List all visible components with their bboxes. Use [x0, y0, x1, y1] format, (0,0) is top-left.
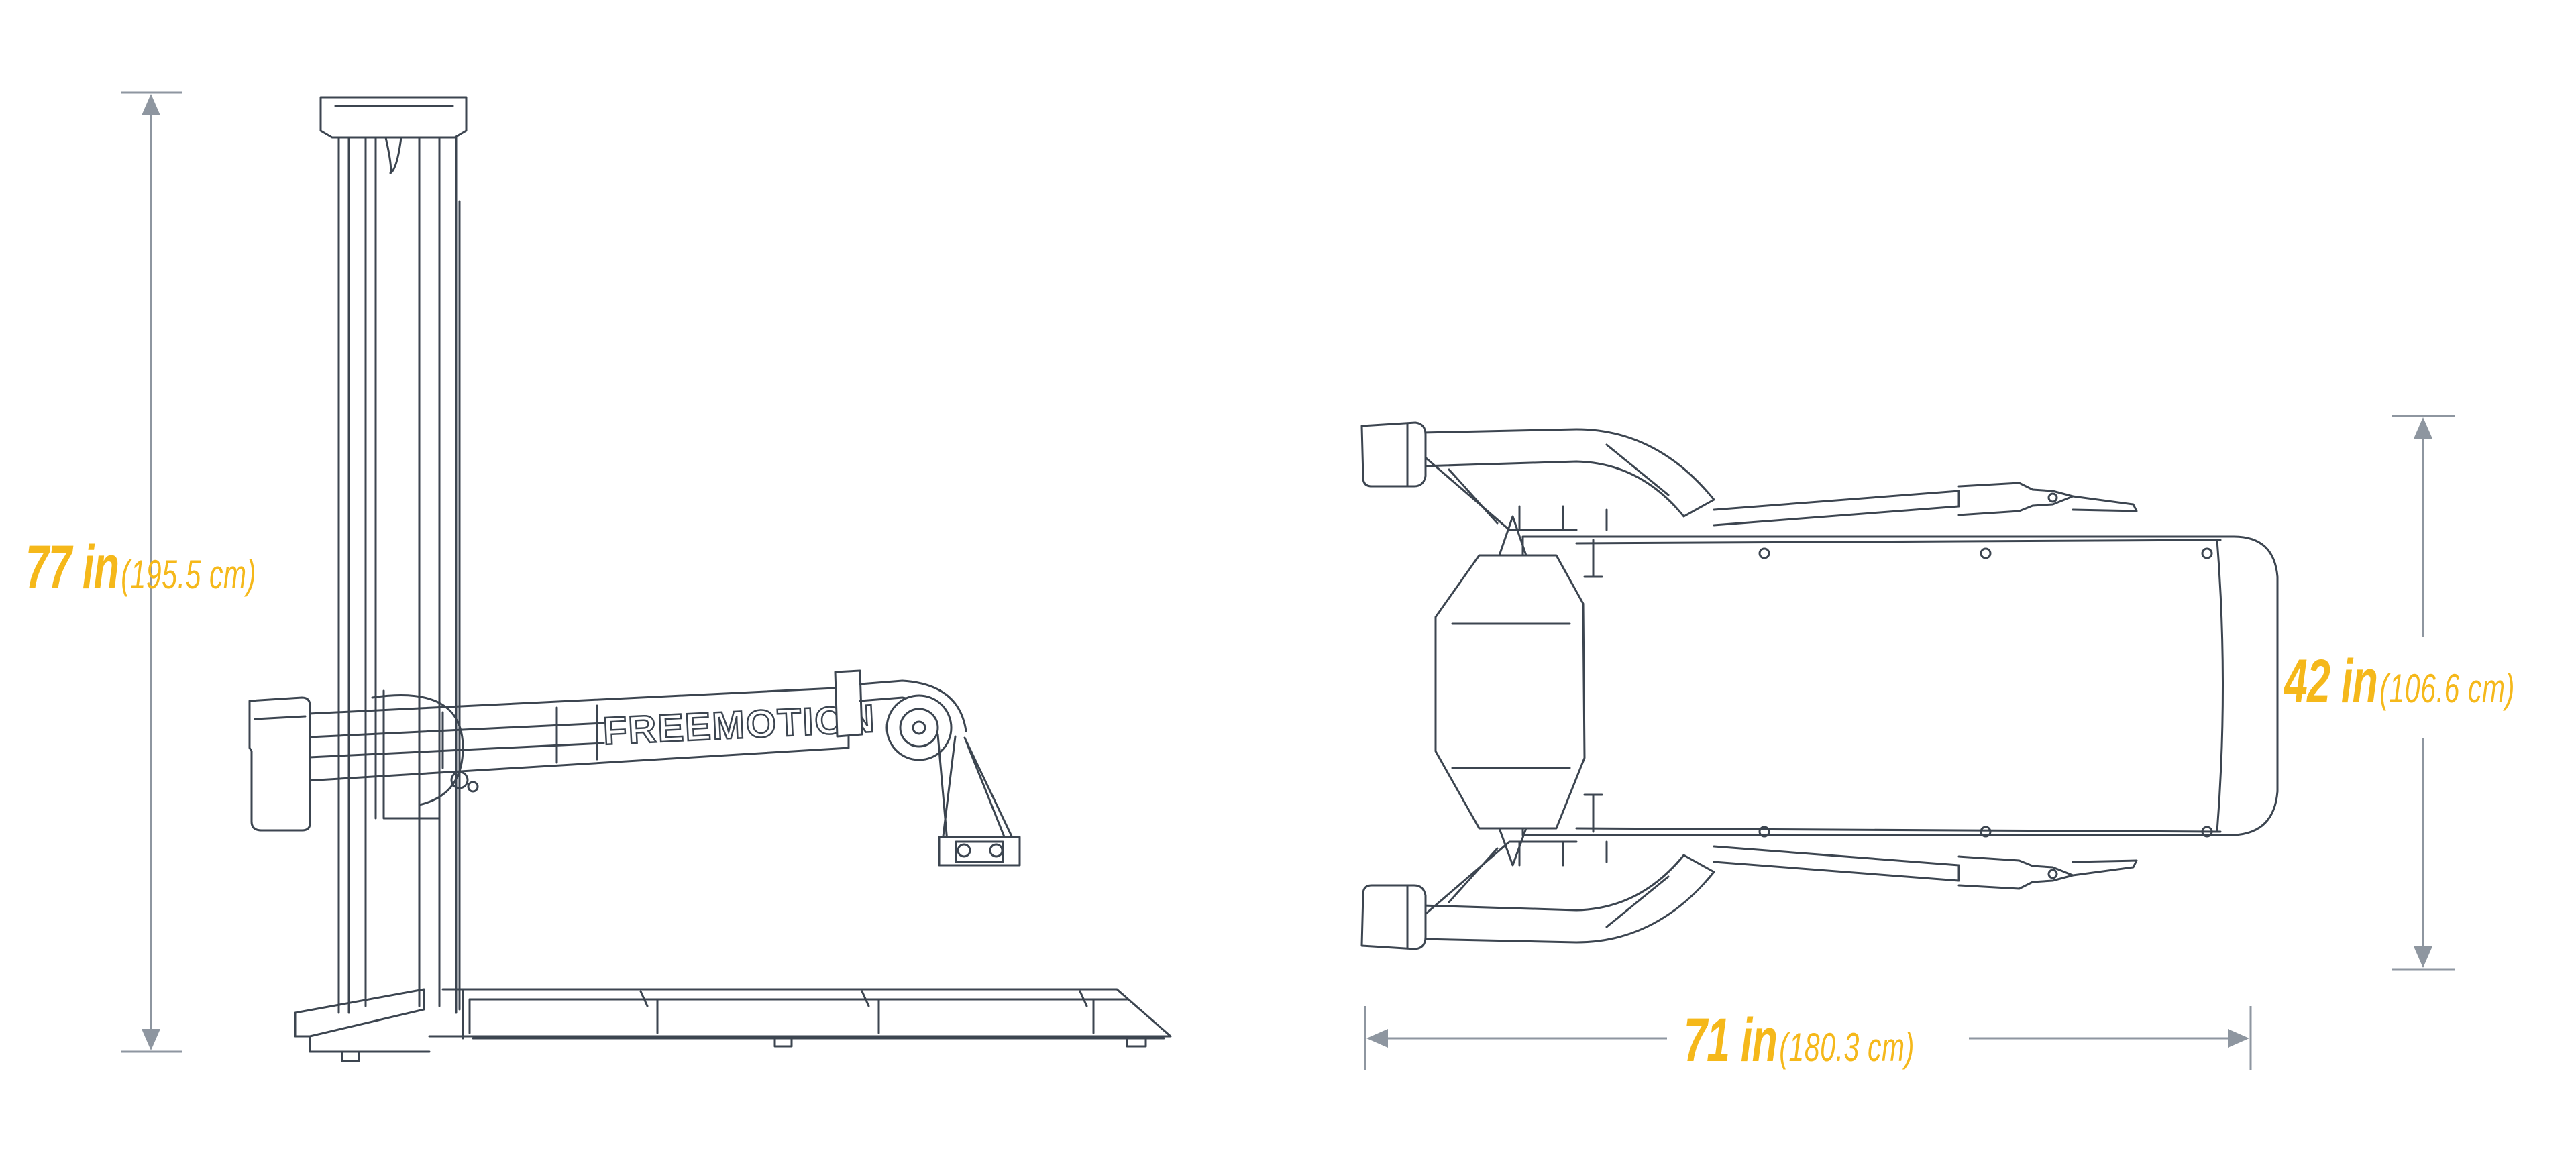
width-imperial: 42 in — [2284, 647, 2378, 716]
side-view-column — [319, 96, 468, 1014]
length-label: 71 in (180.3 cm) — [1684, 1009, 1915, 1071]
top-view-upper-arm — [1360, 421, 2138, 531]
side-view: FREEMOTION — [121, 91, 1172, 1062]
top-view-lower-arm — [1360, 840, 2138, 950]
height-dimension-line — [121, 91, 182, 1053]
width-label: 42 in (106.6 cm) — [2284, 651, 2515, 712]
length-dimension-line — [1364, 1006, 2252, 1070]
width-metric: (106.6 cm) — [2379, 666, 2515, 711]
width-dimension-line — [2392, 415, 2455, 971]
height-label: 77 in (195.5 cm) — [25, 537, 256, 598]
top-view — [1360, 415, 2455, 1070]
height-imperial: 77 in — [25, 533, 119, 602]
side-view-base — [294, 988, 1172, 1062]
length-imperial: 71 in — [1684, 1006, 1778, 1074]
length-metric: (180.3 cm) — [1779, 1025, 1915, 1070]
top-view-bench — [1518, 505, 2279, 867]
height-metric: (195.5 cm) — [121, 552, 256, 597]
top-view-column — [1434, 515, 1586, 867]
